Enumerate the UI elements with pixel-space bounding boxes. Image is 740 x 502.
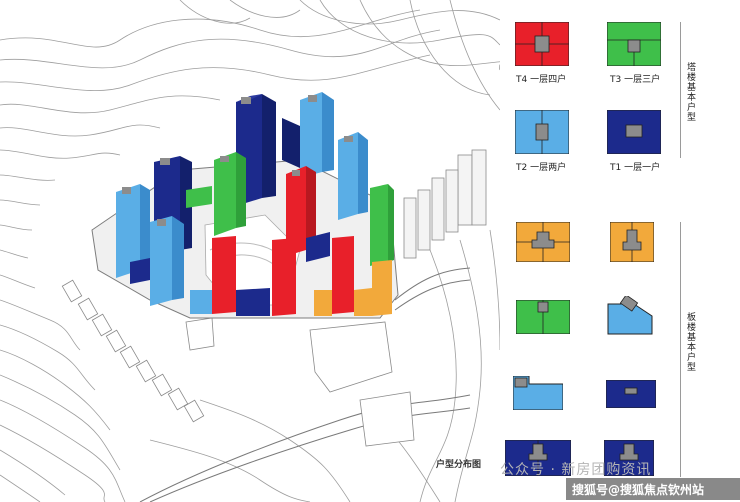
slab-type-xl1-pair	[504, 439, 572, 477]
slab-type-m	[515, 299, 571, 335]
tower-lightblue-left	[116, 184, 184, 306]
watermark-wechat: 公众号 · 新房团购资讯	[500, 462, 652, 478]
slab-legend-section-label: 板楼基本户型	[685, 312, 695, 372]
tower-type-t4	[514, 21, 570, 67]
xs2-plan-icon	[609, 221, 655, 263]
watermark-sohu: 搜狐号@搜狐焦点钦州站	[566, 478, 740, 500]
xl1-plan-icon	[605, 379, 657, 409]
neighbour-buildings	[403, 149, 487, 259]
slab-type-xl1	[605, 379, 657, 409]
t3-plan-icon	[606, 21, 662, 67]
tower-green-left	[186, 152, 246, 236]
slab-type-xl2	[603, 439, 655, 477]
tower-legend-divider	[680, 22, 681, 158]
t4-plan-icon	[514, 21, 570, 67]
t2-plan-icon	[514, 109, 570, 155]
tower-type-t1	[606, 109, 662, 155]
tower-type-t3-label: T3 一层三户	[610, 75, 661, 85]
tower-type-t2-label: T2 一层两户	[516, 163, 567, 173]
slab-type-l2	[512, 375, 564, 411]
slab-legend-divider	[680, 222, 681, 477]
slab-type-xs-4unit	[515, 221, 571, 263]
site-plan-caption: 户型分布图	[436, 460, 482, 470]
neighbour-low-blocks	[185, 317, 415, 447]
m-plan-icon	[515, 299, 571, 335]
xl1-pair-plan-icon	[504, 439, 572, 477]
tower-green-right	[370, 184, 394, 266]
tower-type-t4-label: T4 一层四户	[516, 75, 567, 85]
slab-red-row	[190, 236, 354, 316]
roads	[139, 267, 471, 502]
watermark-sohu-text: 搜狐号@搜狐焦点钦州站	[572, 483, 705, 497]
tower-type-t3	[606, 21, 662, 67]
slab-type-l1	[604, 294, 656, 336]
tower-type-t1-label: T1 一层一户	[610, 163, 661, 173]
l1-plan-icon	[607, 294, 653, 335]
t1-plan-icon	[606, 109, 662, 155]
site-plan: 户型分布图	[0, 0, 500, 502]
l2-plan-icon	[512, 375, 564, 411]
villa-blocks	[61, 279, 205, 423]
xl2-plan-icon	[603, 439, 655, 477]
slab-orange-row	[314, 260, 392, 316]
tower-lightblue-top	[300, 92, 334, 178]
tower-type-t2	[514, 109, 570, 155]
tower-lightblue-right	[338, 132, 368, 220]
tower-legend-section-label: 塔楼基本户型	[685, 62, 695, 122]
site-plan-drawing	[0, 0, 500, 502]
tower-red-center	[286, 166, 330, 262]
xs4-plan-icon	[515, 221, 571, 263]
slab-type-xs-2unit	[609, 221, 655, 263]
